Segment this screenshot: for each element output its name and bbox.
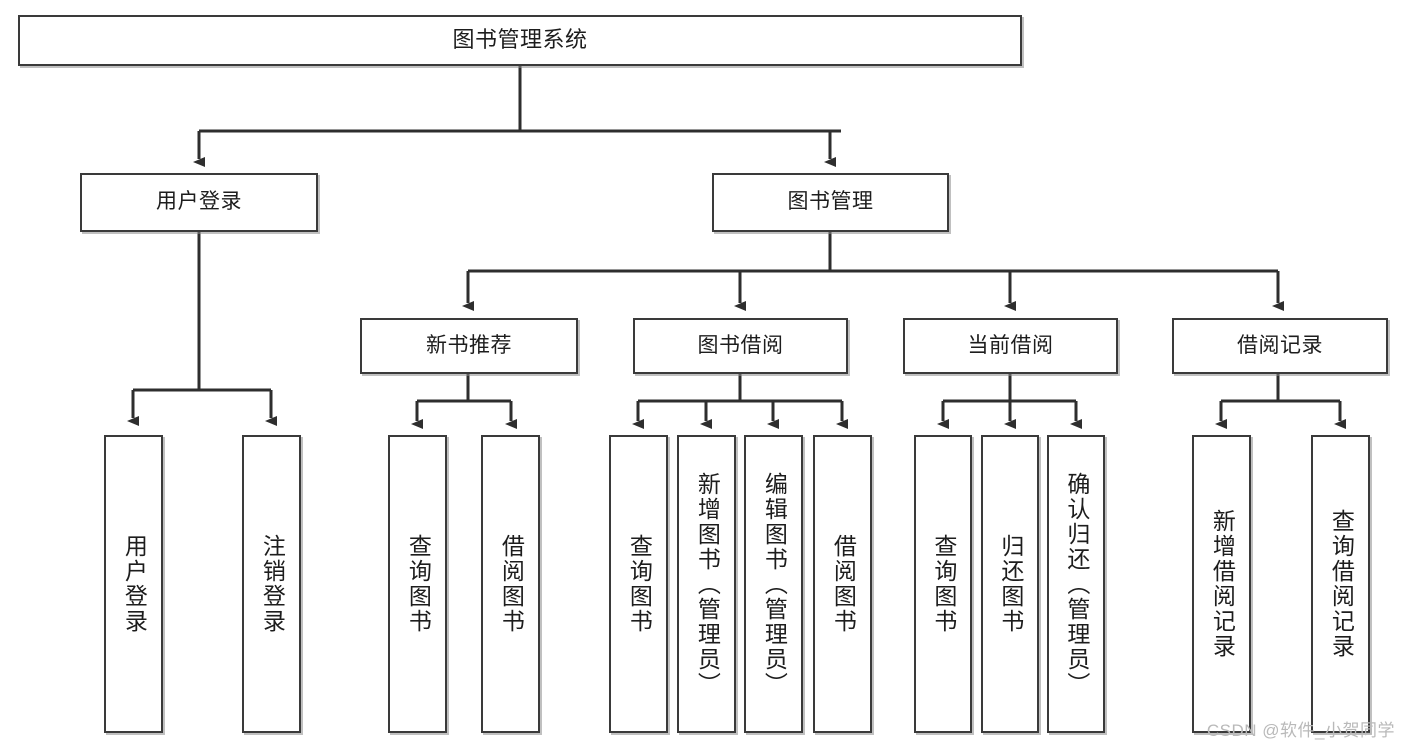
node-label: 新书推荐 bbox=[426, 333, 512, 357]
leaf-add-borrow-record[interactable]: 新增借阅记录 bbox=[1192, 435, 1251, 733]
leaf-borrow-book-recommend[interactable]: 借阅图书 bbox=[481, 435, 540, 733]
leaf-edit-book-admin[interactable]: 编辑图书（管理员） bbox=[744, 435, 803, 733]
node-label: 用户登录 bbox=[156, 190, 242, 214]
leaf-add-book-admin[interactable]: 新增图书（管理员） bbox=[677, 435, 736, 733]
csdn-watermark: CSDN @软件_小贺同学 bbox=[1206, 721, 1395, 740]
node-label: 图书管理 bbox=[787, 190, 874, 214]
node-label: 查询图书 bbox=[405, 534, 432, 634]
node-label: 归还图书 bbox=[997, 534, 1024, 634]
node-label: 确认归还（管理员） bbox=[1063, 471, 1090, 697]
leaf-query-book-current[interactable]: 查询图书 bbox=[914, 435, 972, 733]
leaf-return-book[interactable]: 归还图书 bbox=[981, 435, 1039, 733]
node-label: 查询借阅记录 bbox=[1328, 509, 1355, 659]
leaf-confirm-return-admin[interactable]: 确认归还（管理员） bbox=[1047, 435, 1105, 733]
node-book-management[interactable]: 图书管理 bbox=[712, 173, 949, 232]
leaf-logout[interactable]: 注销登录 bbox=[242, 435, 301, 733]
node-label: 图书借阅 bbox=[697, 333, 784, 357]
node-label: 借阅记录 bbox=[1237, 333, 1323, 357]
node-label: 新增借阅记录 bbox=[1209, 509, 1236, 659]
node-label: 查询图书 bbox=[930, 534, 957, 634]
node-label: 注销登录 bbox=[259, 534, 286, 634]
node-new-book-recommend[interactable]: 新书推荐 bbox=[360, 318, 578, 374]
leaf-user-login[interactable]: 用户登录 bbox=[104, 435, 163, 733]
node-current-borrow[interactable]: 当前借阅 bbox=[903, 318, 1118, 374]
node-borrow-record[interactable]: 借阅记录 bbox=[1172, 318, 1388, 374]
node-label: 查询图书 bbox=[626, 534, 653, 634]
node-label: 用户登录 bbox=[121, 534, 148, 634]
node-root-system[interactable]: 图书管理系统 bbox=[18, 15, 1022, 66]
node-book-borrow[interactable]: 图书借阅 bbox=[633, 318, 848, 374]
node-label: 图书管理系统 bbox=[452, 27, 588, 53]
node-label: 新增图书（管理员） bbox=[694, 471, 721, 697]
leaf-query-book-borrow[interactable]: 查询图书 bbox=[609, 435, 668, 733]
node-label: 借阅图书 bbox=[830, 534, 857, 634]
leaf-borrow-book[interactable]: 借阅图书 bbox=[813, 435, 872, 733]
node-label: 编辑图书（管理员） bbox=[761, 471, 788, 697]
node-label: 当前借阅 bbox=[967, 333, 1054, 357]
leaf-query-borrow-record[interactable]: 查询借阅记录 bbox=[1311, 435, 1370, 733]
leaf-query-book-recommend[interactable]: 查询图书 bbox=[388, 435, 447, 733]
node-user-login[interactable]: 用户登录 bbox=[80, 173, 318, 232]
node-label: 借阅图书 bbox=[498, 534, 525, 634]
